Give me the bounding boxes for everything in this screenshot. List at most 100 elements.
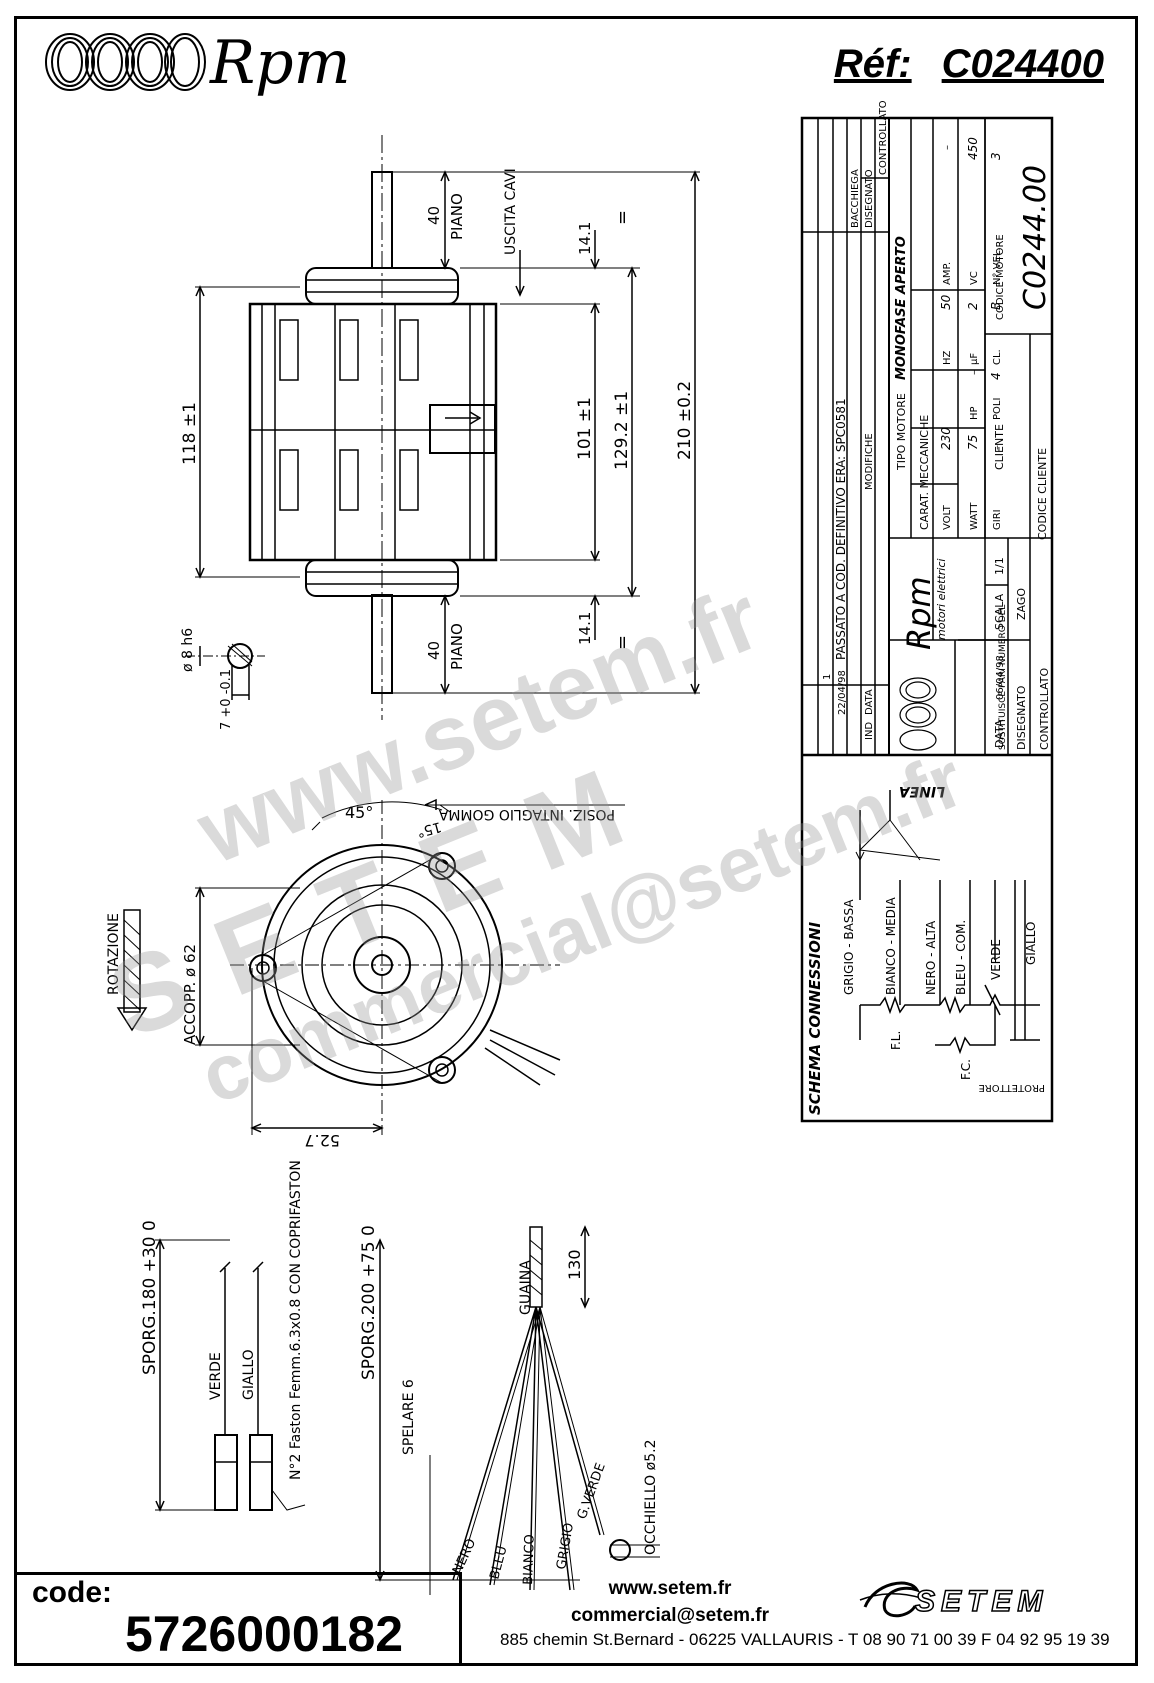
disegnato-label: DISEGNATO [1015,685,1028,750]
reference-number: Réf: C024400 [834,42,1104,87]
lead-g-verde: G.VERDE [575,1461,609,1521]
data-value: 06/04/98 [995,655,1006,700]
controllato-label: CONTROLLATO [1038,668,1051,750]
code-box [14,1572,462,1666]
rpm-sub: motori elettrici [935,559,948,640]
carat-meccaniche: CARAT. MECCANICHE [918,415,931,530]
address-line: 885 chemin St.Bernard - 06225 VALLAURIS … [500,1630,1110,1649]
tipo-motore-label: TIPO MOTORE [895,393,908,471]
hp-value: – [969,370,980,375]
drawing-frame [14,16,1138,1666]
piano-bottom-label: PIANO [448,623,466,670]
tipo-motore-value: MONOFASE APERTO [894,236,909,380]
giri-value: – [992,445,1003,450]
dim-eq-bottom: = [612,635,633,650]
lead-grigio: GRIGIO [554,1522,577,1571]
rev-date: 22/04/98 [837,670,848,715]
amp-value: – [942,145,953,150]
email-link[interactable]: commercial@setem.fr [570,1605,770,1626]
uf-label: µF [969,353,980,365]
motor-side-view [185,135,700,720]
uscita-cavi-label: USCITA CAVI [503,168,519,255]
hz-label: HZ [942,350,953,365]
watt-label: WATT [969,502,980,530]
col-data: DATA [864,689,875,715]
code-value: 5726000182 [125,1606,404,1662]
giri-label: GIRI [992,509,1003,530]
setem-swirl-icon [859,1581,922,1618]
occhiello-label: OCCHIELLO ø5.2 [643,1440,659,1555]
flat-dimension: 7 +0 -0.1 [219,669,234,730]
hz-value: 50 [939,294,953,310]
accopp-diameter: ACCOPP. ø 62 [181,944,199,1045]
dim-14-1-top: 14.1 [576,222,594,255]
sporg-200: SPORG.200 +75 0 [359,1225,379,1380]
watt-value: 75 [966,435,980,450]
vc-label: VC [969,271,980,285]
volt-value: 230 [939,427,953,450]
spelare-label: SPELARE 6 [401,1379,417,1455]
vc-value: 450 [966,137,980,160]
lead-giallo-label: GIALLO [241,1349,257,1400]
dim-52-7: 52.7 [304,1131,340,1150]
faston-note: N°2 Faston Femm.6.3x0.8 CON COPRIFASTON [288,1160,304,1480]
linea-label: LINEA [899,783,945,799]
wire-bianco: BIANCO - MEDIA [884,897,898,995]
dim-130: 130 [565,1249,584,1280]
codice-cliente-label: CODICE CLIENTE [1036,448,1049,540]
wire-grigio: GRIGIO - BASSA [842,899,856,995]
wiring-diagram [855,790,1040,1055]
dim-40-top: 40 [425,206,443,225]
dim-129: 129.2 ±1 [612,391,632,470]
nvel-value: 3 [989,152,1003,160]
sostituisce-label: SOSTITUISCE PARI NUMERO DEL [998,605,1008,750]
angle-15: 15° [415,818,443,840]
rev-index: 1 [822,674,833,680]
motor-front-view [116,798,625,1135]
col-disegnato: DISEGNATO [864,169,875,228]
shaft-diameter: ø 8 h6 [180,628,196,672]
scala-label: SCALA [993,593,1006,630]
wire-giallo: GIALLO [1024,922,1038,965]
dim-118: 118 ±1 [180,402,200,465]
protettore-label: PROTETTORE [979,1082,1045,1093]
fl-label: F.L. [889,1031,903,1050]
scala-value: 1/1 [993,557,1006,575]
code-label: code: [32,1576,113,1609]
brand-name: Rpm [210,28,351,98]
website-link[interactable]: www.setem.fr [608,1578,732,1599]
dim-eq-top: = [612,210,633,225]
sostituisce-value: – [997,615,1008,620]
angle-45: 45° [345,803,373,822]
lead-verde-label: VERDE [208,1352,224,1400]
ref-value: C024400 [941,42,1104,86]
dim-210: 210 ±0.2 [675,381,695,460]
ref-label: Réf: [833,42,912,86]
wire-verde: VERDE [989,939,1003,980]
wire-nero: NERO - ALTA [924,920,938,995]
schema-title: SCHEMA CONNESSIONI [806,922,824,1115]
posiz-intaglio-label: POSIZ. INTAGLIO GOMMA [438,806,615,822]
cl-value: B [989,302,1003,310]
codice-motore-value: C0244.00 [1018,165,1053,310]
col-bacchiega: BACCHIEGA [850,169,861,228]
piano-top-label: PIANO [448,193,466,240]
amp-label: AMP. [942,262,953,285]
hp-label: HP [969,406,980,420]
col-controllato: CONTROLLATO [878,100,889,175]
lead-bianco: BIANCO [521,1534,538,1585]
cliente-label: CLIENTE [993,424,1006,470]
nvel-label: N° VEL. [992,247,1003,285]
title-block [800,116,1054,1123]
dim-101: 101 ±1 [575,397,595,460]
disegnato-value: ZAGO [1015,588,1028,620]
wire-bleu: BLEU - COM. [954,920,968,995]
rotazione-label: ROTAZIONE [106,913,122,995]
dim-40-bottom: 40 [425,641,443,660]
contact-block: www.setem.fr commercial@setem.fr [470,1575,870,1629]
lead-nero: NERO [450,1537,479,1577]
col-ind: IND [864,722,875,740]
dim-14-1-bottom: 14.1 [576,612,594,645]
col-modifiche: MODIFICHE [864,433,875,490]
